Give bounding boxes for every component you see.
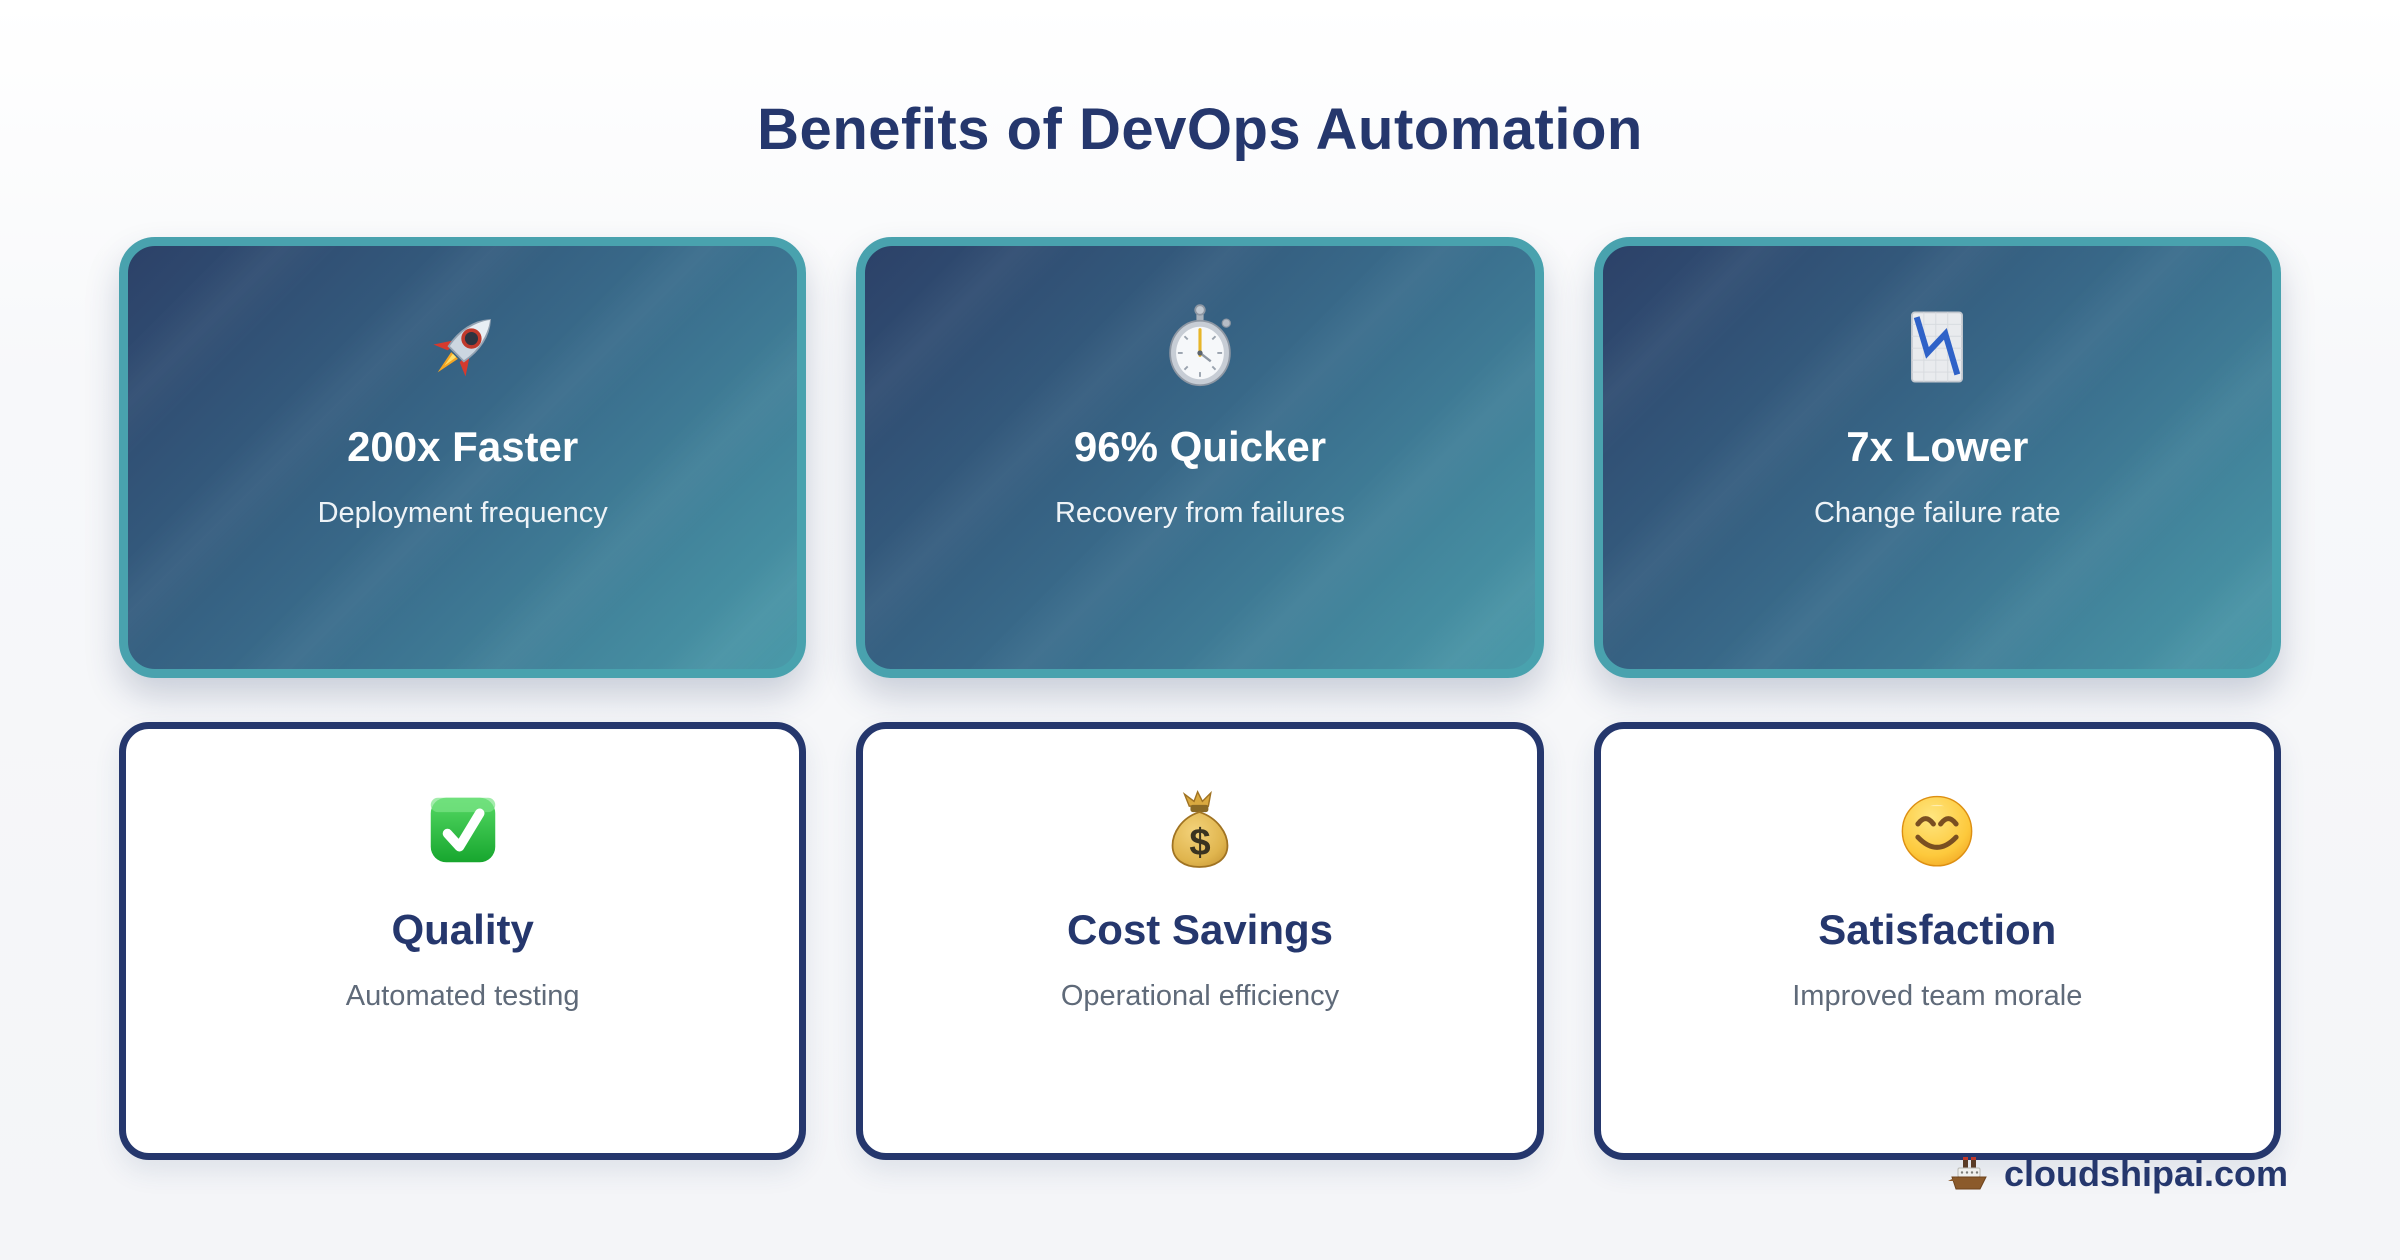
stopwatch-icon (1157, 304, 1243, 390)
page-title: Benefits of DevOps Automation (757, 97, 1643, 162)
footer-domain: cloudshipai.com (2003, 1153, 2288, 1194)
check-mark-button-icon (420, 787, 506, 873)
benefit-card-satisfaction: Satisfaction Improved team morale (1593, 722, 2281, 1160)
ship-icon (1946, 1152, 1990, 1196)
metric-value: 7x Lower (1846, 423, 2029, 470)
metric-card-recovery: 96% Quicker Recovery from failures (856, 237, 1544, 678)
money-bag-icon: $ (1157, 787, 1243, 873)
metric-label: Change failure rate (1813, 497, 2061, 529)
benefit-title: Satisfaction (1818, 906, 2057, 953)
metric-card-deployment: 200x Faster Deployment frequency (119, 237, 807, 678)
smiling-face-icon (1894, 787, 1980, 873)
benefit-label: Operational efficiency (1060, 980, 1340, 1012)
metric-value: 96% Quicker (1073, 423, 1327, 470)
metric-card-failure-rate: 7x Lower Change failure rate (1593, 237, 2281, 678)
metric-label: Deployment frequency (317, 497, 608, 529)
cards-grid: 200x Faster Deployment frequency (119, 237, 2281, 1160)
metric-value: 200x Faster (347, 423, 579, 470)
benefit-title: Cost Savings (1066, 906, 1334, 953)
benefit-label: Improved team morale (1792, 980, 2083, 1012)
rocket-icon (420, 304, 506, 390)
footer-brand: cloudshipai.com (1946, 1152, 2288, 1196)
svg-text:$: $ (1189, 821, 1210, 864)
benefit-card-quality: Quality Automated testing (119, 722, 807, 1160)
chart-decreasing-icon (1894, 304, 1980, 390)
benefit-title: Quality (391, 906, 534, 953)
benefit-card-cost-savings: $ Cost Savings Operational efficiency (856, 722, 1544, 1160)
benefit-label: Automated testing (345, 980, 580, 1012)
metric-label: Recovery from failures (1054, 497, 1346, 529)
